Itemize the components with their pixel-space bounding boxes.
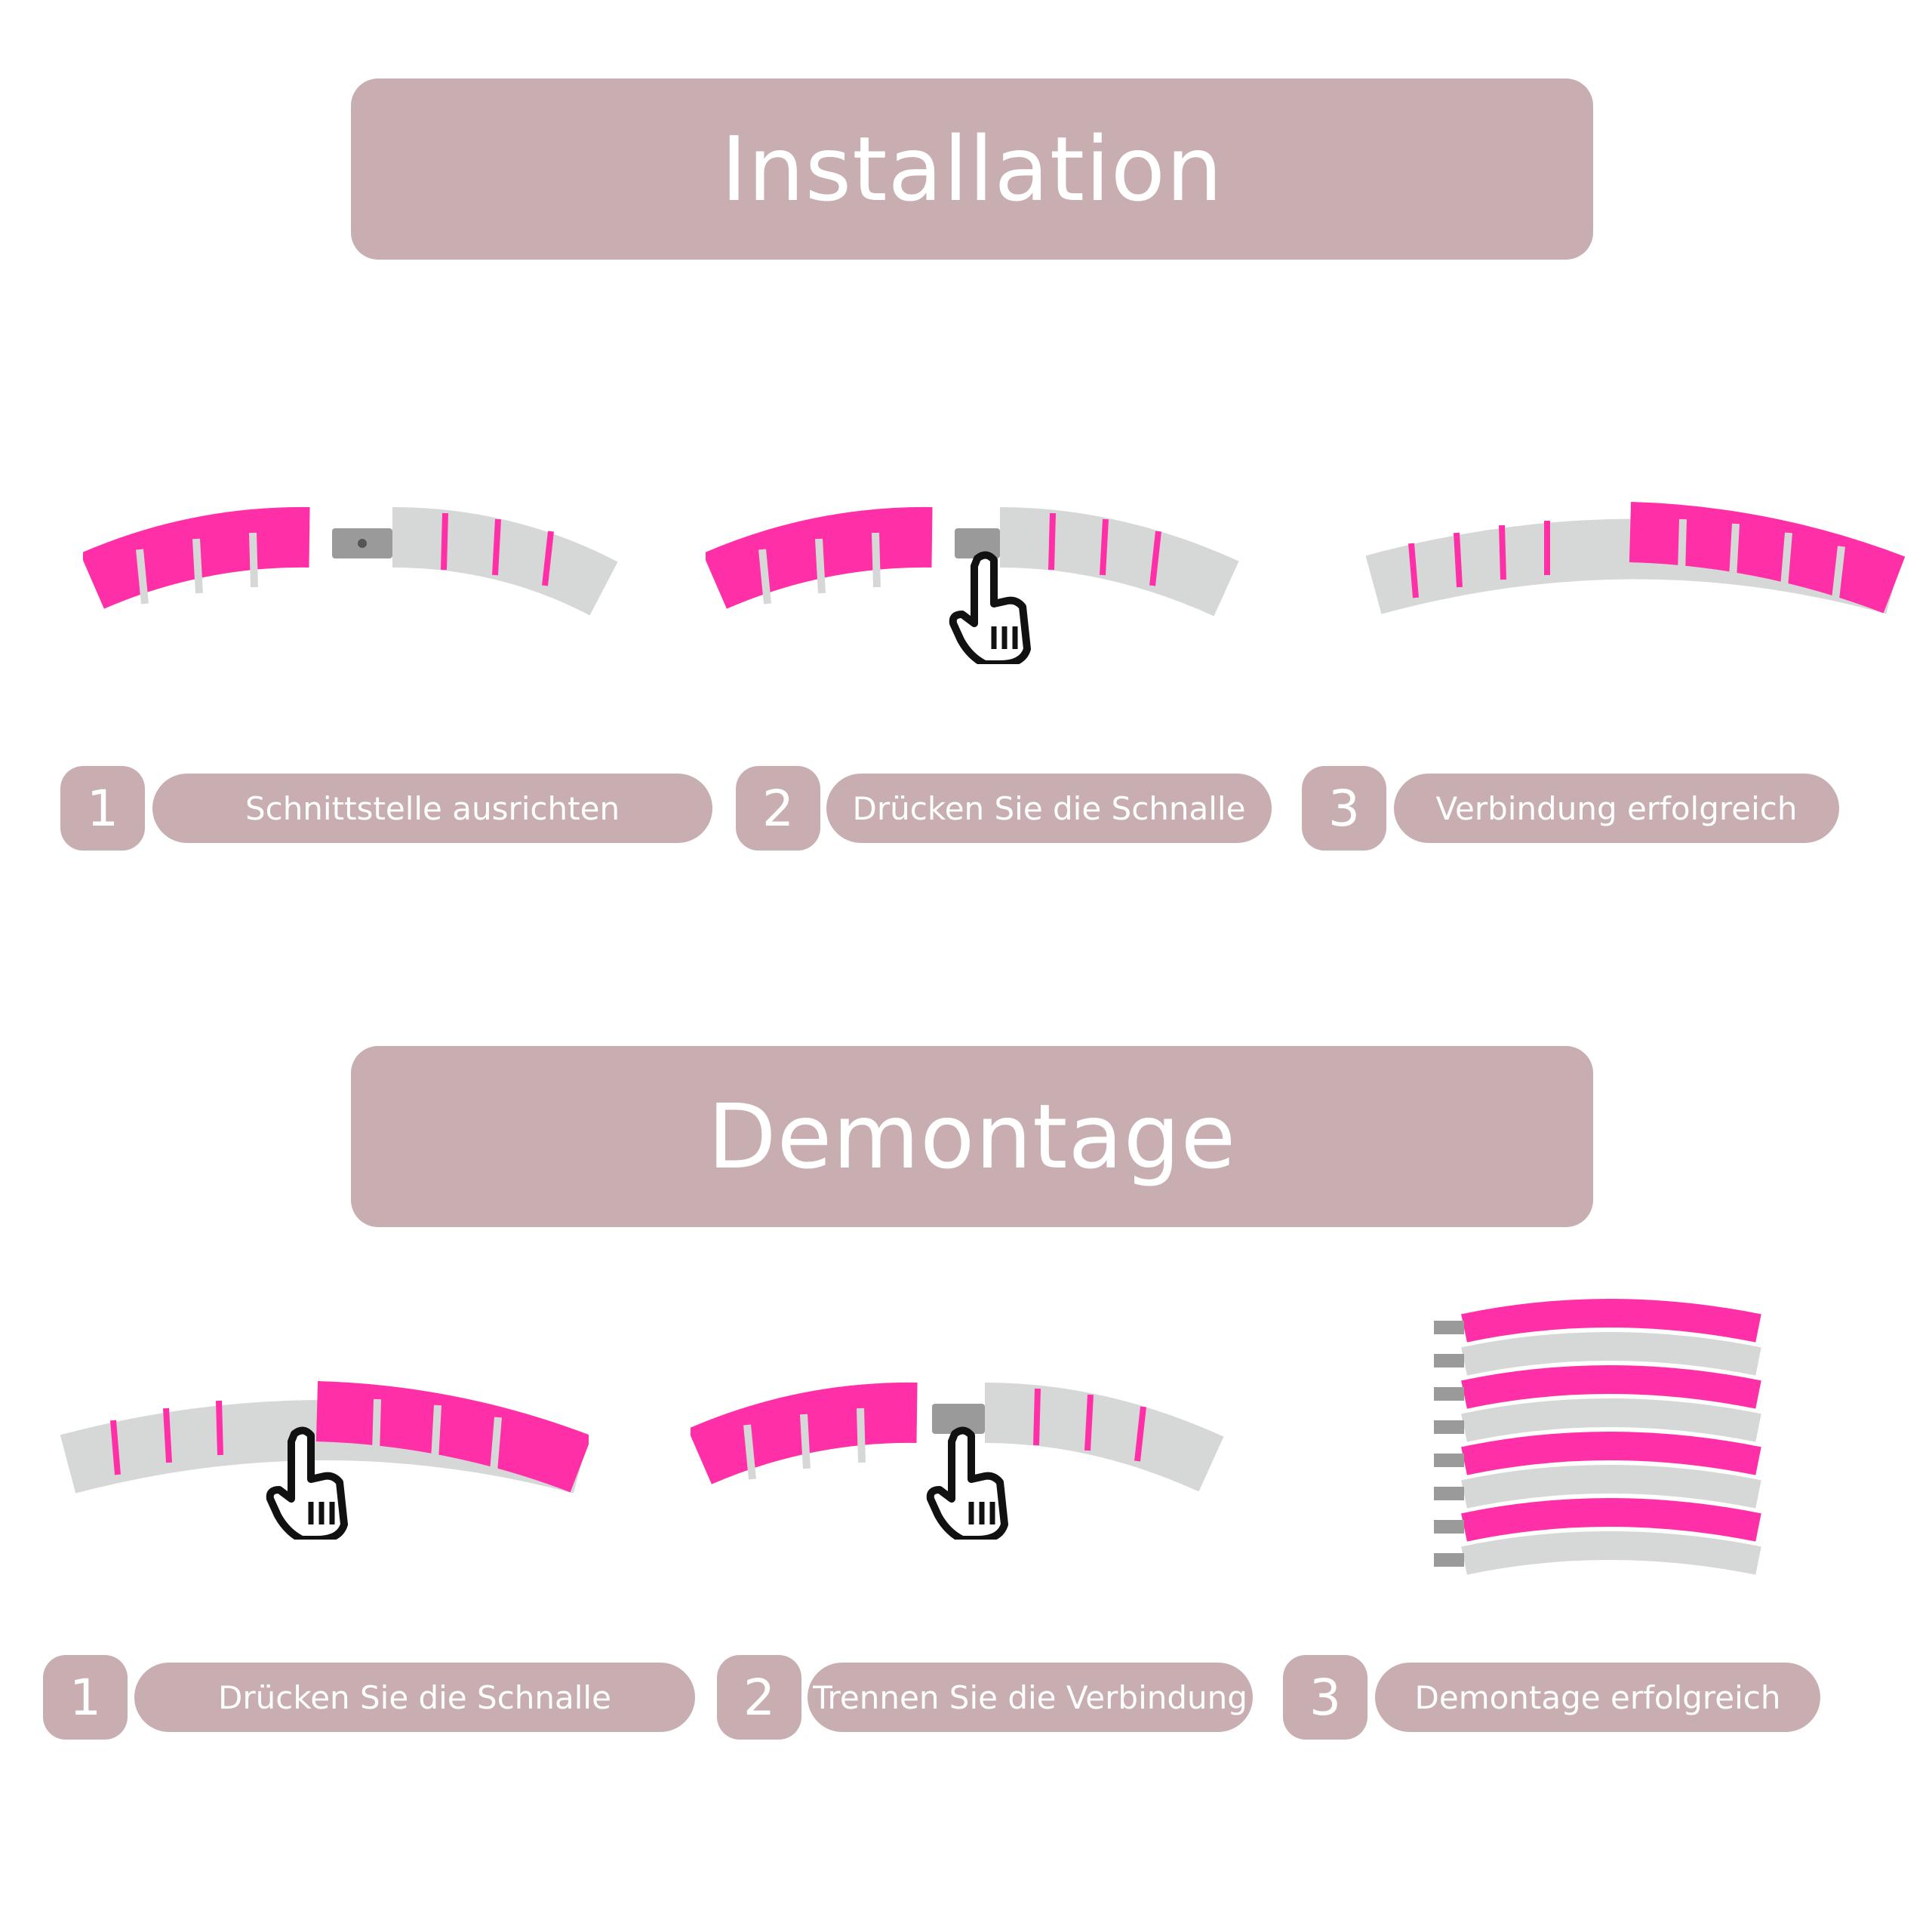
demontage-title: Demontage: [707, 1084, 1237, 1189]
demontage-step-1-number: 1: [43, 1655, 128, 1740]
demontage-step-3-label: Demontage erfolgreich: [1375, 1663, 1820, 1732]
install-step-1-label: Schnittstelle ausrichten: [152, 774, 712, 843]
install-step-2-label: Drücken Sie die Schnalle: [826, 774, 1272, 843]
install-step-1-number: 1: [60, 766, 145, 851]
pointing-hand-icon: [949, 551, 1031, 664]
hoop-illustration-separate: [691, 1382, 1224, 1540]
installation-title: Installation: [721, 117, 1223, 221]
demontage-step-2-number: 2: [717, 1655, 801, 1740]
install-step-2-number: 2: [736, 766, 820, 851]
demontage-step-2-label: Trennen Sie die Verbindung: [808, 1663, 1253, 1732]
pointing-hand-icon: [926, 1426, 1008, 1540]
demontage-step-1-label: Drücken Sie die Schnalle: [134, 1663, 695, 1732]
hoop-segments-stack: [1434, 1299, 1761, 1575]
hoop-illustration-press: [706, 506, 1239, 664]
pointing-hand-icon: [266, 1426, 348, 1540]
hoop-illustration-aligned: [83, 506, 618, 616]
install-step-3-number: 3: [1302, 766, 1386, 851]
demontage-banner: Demontage: [351, 1046, 1593, 1227]
demontage-step-3-number: 3: [1283, 1655, 1367, 1740]
hoop-illustration-connected: [1366, 502, 1906, 614]
install-step-3-label: Verbindung erfolgreich: [1394, 774, 1839, 843]
hoop-illustration-press-connected: [60, 1381, 589, 1540]
installation-banner: Installation: [351, 78, 1593, 260]
